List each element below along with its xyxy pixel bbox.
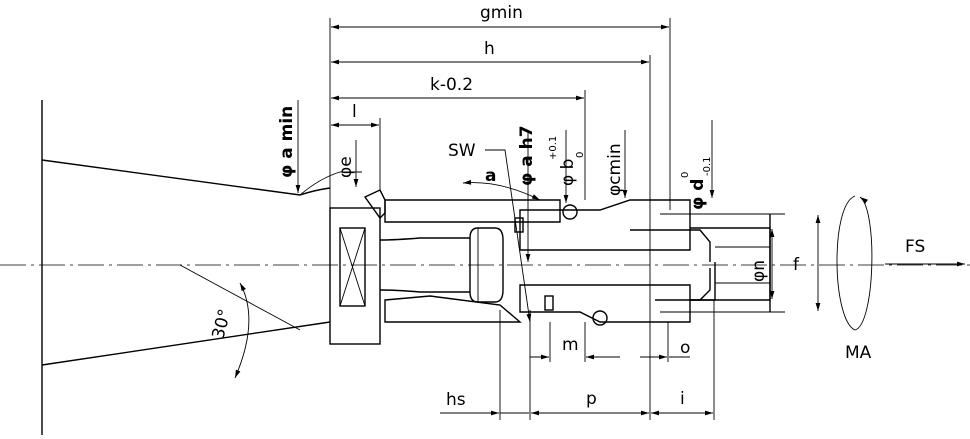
tapered-shank xyxy=(41,159,362,366)
pin-upper xyxy=(514,217,524,233)
spindle-right xyxy=(660,199,785,313)
label-b: φ b xyxy=(558,159,578,186)
pull-stud-head xyxy=(469,227,504,303)
moment-arrow xyxy=(836,195,873,331)
label-l: l xyxy=(352,102,357,122)
flange-body xyxy=(329,207,470,345)
ball-upper xyxy=(562,204,578,220)
label-b-sup: +0.1 xyxy=(548,136,559,160)
label-p: p xyxy=(586,389,597,409)
label-amin: φ a min xyxy=(277,106,297,178)
label-d-sup: 0 xyxy=(680,172,691,178)
label-e: φe xyxy=(336,156,356,178)
label-o: o xyxy=(680,338,690,358)
label-i: i xyxy=(680,389,685,409)
label-gmin: gmin xyxy=(480,3,523,23)
label-b-sub: 0 xyxy=(575,152,586,158)
label-a: a xyxy=(485,166,496,186)
label-cmin: φcmin xyxy=(605,143,625,196)
label-n: φn xyxy=(749,260,769,282)
label-d: φ d xyxy=(688,179,708,210)
label-f: f xyxy=(793,255,800,275)
label-hs: hs xyxy=(446,390,466,410)
label-fs: FS xyxy=(905,237,925,257)
upper-sleeve xyxy=(363,189,711,262)
leader-a xyxy=(462,179,541,201)
label-ma: MA xyxy=(845,343,872,363)
ball-lower xyxy=(592,310,608,326)
pin-lower xyxy=(544,295,554,311)
angle-arc xyxy=(234,282,250,379)
label-k: k-0.2 xyxy=(430,75,473,95)
label-sw: SW xyxy=(448,141,476,161)
label-h: h xyxy=(484,39,495,59)
label-ah7: φ a h7 xyxy=(517,125,537,186)
extension-lines xyxy=(329,18,715,420)
angle-line xyxy=(179,264,301,331)
leader-sw xyxy=(485,149,532,323)
label-d-sub: -0.1 xyxy=(702,156,713,176)
label-m: m xyxy=(562,335,579,355)
